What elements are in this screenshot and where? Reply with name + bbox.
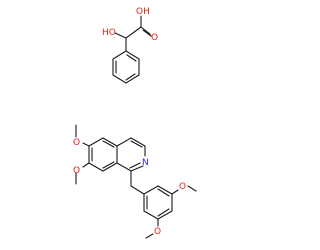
bond [125, 26, 142, 39]
chemical-structure-drawing: HO OH O [73, 7, 197, 239]
bond [145, 233, 154, 239]
bond [157, 185, 173, 195]
carbonyl-oxygen-label: O [151, 33, 158, 43]
methoxy-oxygen-label: O [154, 227, 161, 237]
bond [125, 50, 140, 60]
bond [102, 161, 115, 169]
bond [82, 162, 90, 168]
bond [88, 137, 104, 147]
methoxy-oxygen-label: O [73, 166, 80, 176]
bond [102, 140, 115, 148]
methoxy-oxygen-label: O [73, 138, 80, 148]
bond [157, 188, 170, 197]
bond [116, 137, 132, 147]
bond [140, 26, 151, 35]
bond [130, 137, 146, 147]
mandelic-acid-molecule: HO OH O [102, 7, 158, 84]
bond [143, 185, 159, 195]
bond [171, 189, 179, 195]
bond [130, 185, 145, 195]
bond [157, 208, 170, 217]
bond [88, 162, 104, 172]
bond [116, 162, 132, 172]
bond [125, 74, 140, 84]
bond [157, 210, 173, 220]
bond [102, 162, 118, 172]
acid-hydroxyl-label: OH [136, 7, 150, 17]
bond [130, 140, 143, 148]
bond [187, 185, 197, 192]
bond [112, 74, 127, 84]
bond [130, 165, 144, 172]
bond [125, 73, 136, 81]
bond [82, 142, 90, 147]
hydroxyl-label: HO [102, 28, 116, 38]
bond [126, 54, 137, 62]
bond [142, 29, 152, 37]
bond [114, 32, 127, 39]
bond [143, 210, 159, 220]
methoxy-oxygen-label: O [179, 182, 186, 192]
papaverine-molecule: O O N O O [73, 124, 197, 239]
bond [102, 137, 118, 147]
nitrogen-label: N [142, 158, 149, 168]
bond [112, 50, 127, 60]
bond [129, 162, 141, 169]
